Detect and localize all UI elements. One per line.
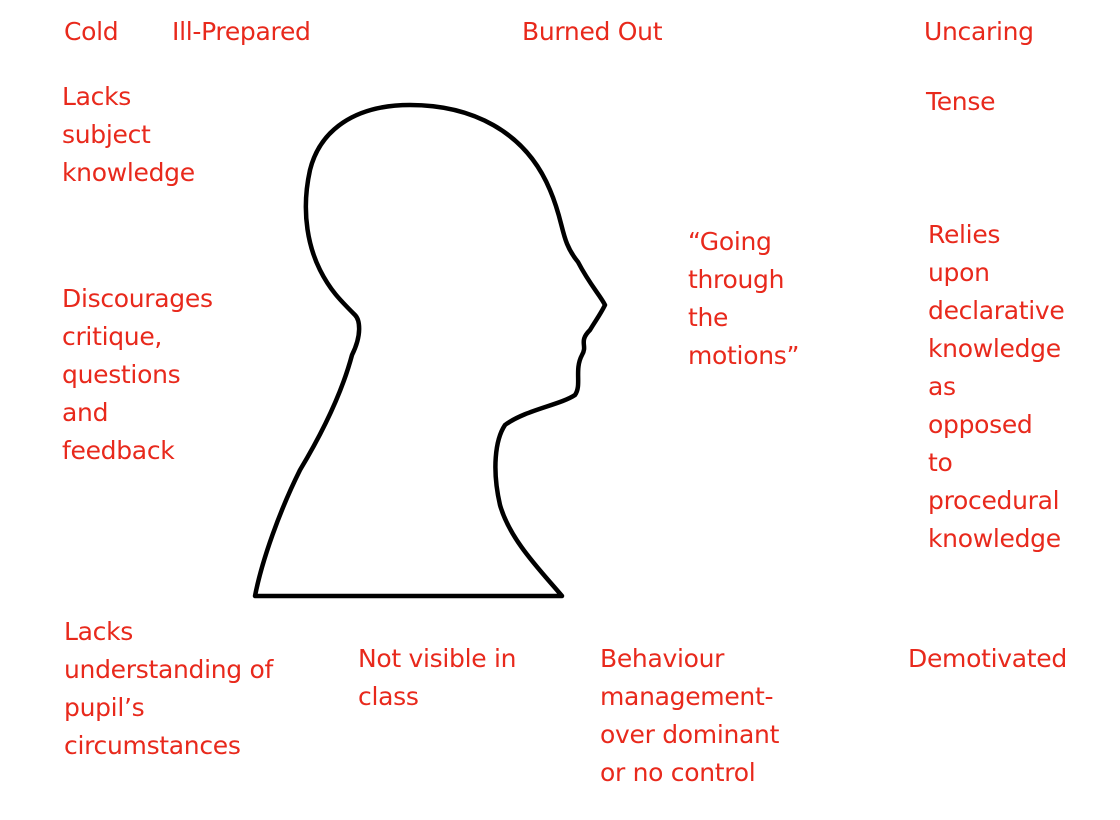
label-burned-out: Burned Out: [522, 17, 663, 46]
label-relies-upon-declarative-knowledge: Relies upon declarative knowledge as opp…: [928, 220, 1065, 553]
label-uncaring: Uncaring: [924, 17, 1034, 46]
label-demotivated: Demotivated: [908, 644, 1067, 673]
label-behaviour-management: Behaviour management- over dominant or n…: [600, 644, 780, 787]
label-tense: Tense: [926, 87, 996, 116]
label-going-through-the-motions: “Going through the motions”: [688, 227, 800, 370]
head-outline: [252, 102, 608, 599]
label-lacks-understanding: Lacks understanding of pupil’s circumsta…: [64, 617, 273, 760]
label-not-visible-in-class: Not visible in class: [358, 644, 517, 711]
label-lacks-subject-knowledge: Lacks subject knowledge: [62, 82, 195, 187]
head-silhouette-icon: [252, 102, 608, 599]
label-discourages-critique: Discourages critique, questions and feed…: [62, 284, 213, 465]
label-cold: Cold: [64, 17, 119, 46]
label-ill-prepared: Ill-Prepared: [172, 17, 311, 46]
